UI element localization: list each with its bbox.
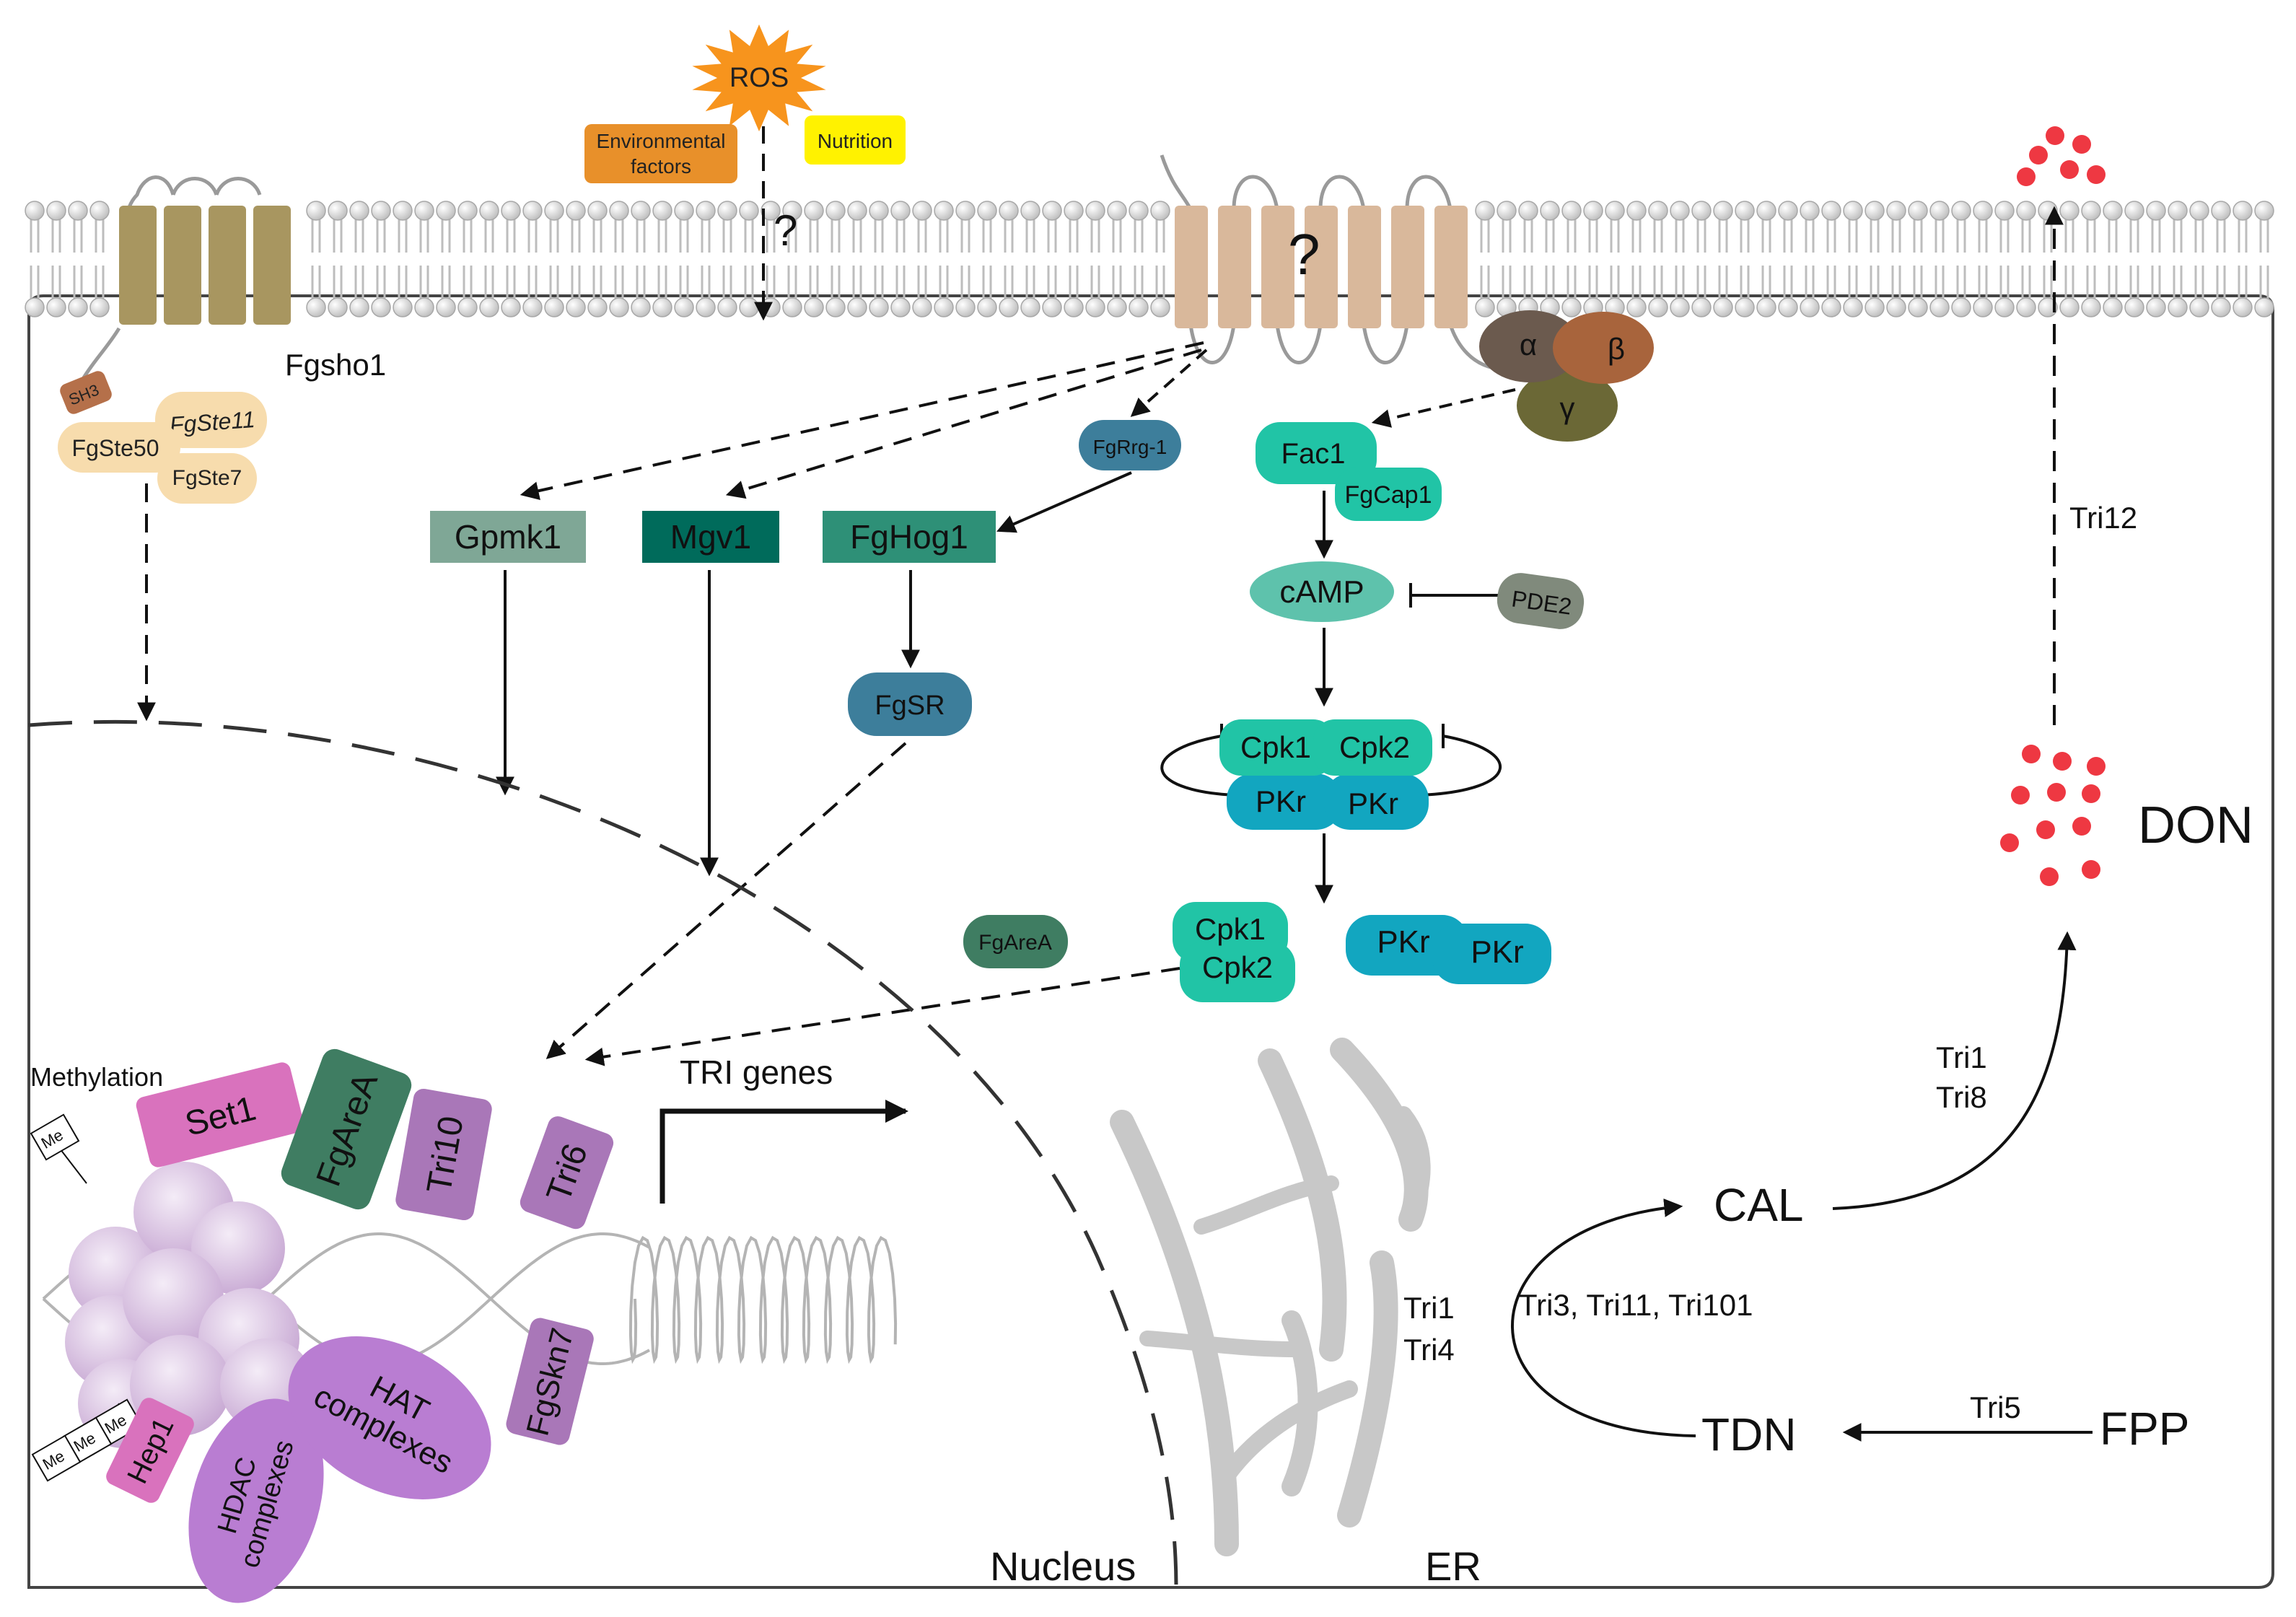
pka-cpk1-label: Cpk1 xyxy=(1240,730,1311,764)
tri3-tri11-tri101-label: Tri3, Tri11, Tri101 xyxy=(1519,1288,1753,1322)
gpmk1-node: Gpmk1 xyxy=(430,511,586,563)
tri6-box: Tri6 xyxy=(520,1116,614,1230)
gpcr-to-fgrrg1-arrow xyxy=(1130,349,1208,417)
gpcr-to-gpmk1-arrow xyxy=(520,341,1204,500)
cal-to-don-arrow xyxy=(1832,931,2077,1210)
nuclear-envelope xyxy=(28,719,1178,1588)
fgcap1-label: FgCap1 xyxy=(1345,481,1432,509)
don-label: DON xyxy=(2138,797,2253,854)
camp-node: cAMP xyxy=(1250,561,1394,622)
pde2-inhibition: PDE2 xyxy=(1409,573,1585,629)
tri1-late-label: Tri1 xyxy=(1936,1040,1987,1074)
fgsr-label: FgSR xyxy=(875,691,945,721)
camp-label: cAMP xyxy=(1279,574,1364,610)
environmental-factors-box: Environmental factors xyxy=(584,124,737,183)
mgv1-node: Mgv1 xyxy=(642,511,779,563)
g-alpha-label: α xyxy=(1520,328,1537,361)
stimulus-question-mark: ? xyxy=(774,206,797,255)
fac1-fgcap1-complex: Fac1 FgCap1 xyxy=(1256,422,1442,521)
environmental-label-1: Environmental xyxy=(597,130,726,152)
gprotein-to-fac1-arrow xyxy=(1371,388,1516,428)
tdn-to-cal-arrow xyxy=(1511,1198,1696,1437)
don-extracellular-dots xyxy=(2017,126,2106,186)
fgste11-label: FgSte11 xyxy=(169,406,256,438)
fgste7-label: FgSte7 xyxy=(172,466,242,490)
fac1-label: Fac1 xyxy=(1281,438,1346,470)
methylation-label: Methylation xyxy=(30,1062,163,1092)
regulatory-pkr2-label: PKr xyxy=(1471,934,1523,970)
tri8-label: Tri8 xyxy=(1936,1080,1987,1114)
gpcr-question-mark: ? xyxy=(1288,222,1320,286)
fgskn7-box: FgSkn7 xyxy=(506,1318,594,1445)
g-beta-label: β xyxy=(1608,332,1625,366)
fgarea-box: FgAreA xyxy=(281,1048,412,1210)
fgsho1-receptor: Fgsho1 xyxy=(81,175,386,382)
fgste50-label: FgSte50 xyxy=(72,435,159,461)
pka-pkr2-label: PKr xyxy=(1348,786,1398,820)
regulatory-subunits: PKr PKr xyxy=(1346,915,1551,984)
catalytic-subunits: Cpk1 Cpk2 xyxy=(1173,902,1295,1002)
catalytic-cpk1-label: Cpk1 xyxy=(1195,912,1266,946)
fgsho1-label: Fgsho1 xyxy=(285,348,386,382)
fgrrg1-node: FgRrg-1 xyxy=(1079,420,1181,470)
dna-coil xyxy=(628,1235,898,1364)
environmental-label-2: factors xyxy=(631,155,691,178)
ste-scaffold-complex: SH3 FgSte11 FgSte50 FgSte7 xyxy=(58,371,267,504)
nutrition-box: Nutrition xyxy=(805,115,906,165)
fgsr-node: FgSR xyxy=(848,672,972,736)
tri10-box: Tri10 xyxy=(395,1088,492,1221)
gpcr-to-mgv1-arrow xyxy=(725,349,1202,499)
lipid-bilayer xyxy=(25,201,2274,317)
tri-genes-transcription-arrow xyxy=(660,1100,908,1204)
tdn-label: TDN xyxy=(1701,1408,1797,1460)
tri1-er-label: Tri1 xyxy=(1403,1291,1455,1325)
pka-holoenzyme: Cpk1 Cpk2 PKr PKr xyxy=(1160,719,1502,830)
heterotrimeric-g-protein: α β γ xyxy=(1479,310,1654,442)
hat-complexes: HAT complexes xyxy=(288,1336,491,1499)
tri4-er-label: Tri4 xyxy=(1403,1333,1455,1367)
fgrrg1-label: FgRrg-1 xyxy=(1093,436,1167,458)
fgsr-to-chromatin-arrow xyxy=(545,742,907,1059)
tri5-label: Tri5 xyxy=(1970,1390,2021,1424)
gpcr-receptor: ? xyxy=(1160,154,1524,371)
er-label: ER xyxy=(1425,1543,1481,1589)
endoplasmic-reticulum xyxy=(1110,1038,1431,1556)
cpk-to-chromatin-arrow xyxy=(584,967,1180,1066)
nutrition-label: Nutrition xyxy=(818,130,893,152)
fghog1-label: FgHog1 xyxy=(850,518,968,556)
hdac-complexes: HDAC complexes xyxy=(188,1398,324,1603)
fghog1-node: FgHog1 xyxy=(823,511,996,563)
don-intracellular-dots xyxy=(2000,745,2106,886)
tri-genes-label: TRI genes xyxy=(680,1053,833,1091)
g-gamma-label: γ xyxy=(1560,391,1575,425)
ros-label: ROS xyxy=(729,63,789,93)
pka-pkr1-label: PKr xyxy=(1256,784,1306,818)
tri12-label: Tri12 xyxy=(2069,501,2137,535)
pka-cpk2-label: Cpk2 xyxy=(1339,730,1410,764)
nucleus-label: Nucleus xyxy=(990,1543,1136,1589)
fpp-label: FPP xyxy=(2100,1403,2189,1455)
cal-label: CAL xyxy=(1714,1179,1804,1231)
fgrrg1-to-fghog1-arrow xyxy=(996,471,1132,533)
regulatory-pkr1-label: PKr xyxy=(1377,924,1429,960)
mgv1-label: Mgv1 xyxy=(670,518,751,556)
catalytic-cpk2-label: Cpk2 xyxy=(1202,950,1273,984)
ros-starburst: ROS xyxy=(692,24,826,132)
fgarea-free-label: FgAreA xyxy=(978,931,1052,955)
gpmk1-label: Gpmk1 xyxy=(455,518,561,556)
methyl-tags: Me Me Me Me xyxy=(30,1113,144,1482)
fgarea-free-node: FgAreA xyxy=(963,915,1068,968)
set1-box: Set1 xyxy=(136,1062,304,1167)
